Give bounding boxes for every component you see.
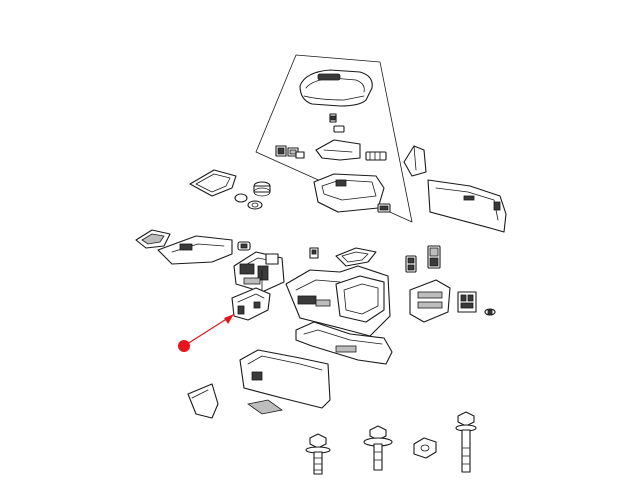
cup-holder-insert[interactable] bbox=[253, 181, 271, 197]
console-side-trim-right[interactable] bbox=[427, 179, 507, 233]
bin-latch[interactable] bbox=[377, 203, 391, 213]
foam-pad[interactable] bbox=[247, 399, 283, 415]
grommet-pair[interactable] bbox=[234, 193, 263, 210]
armrest-lid[interactable] bbox=[299, 69, 373, 107]
armrest-detail-inset bbox=[255, 54, 413, 223]
rear-vent-bezel[interactable] bbox=[409, 279, 451, 323]
console-side-panel-left[interactable] bbox=[239, 349, 331, 409]
bolt-flange[interactable] bbox=[363, 425, 393, 471]
bezel-clip[interactable] bbox=[237, 241, 251, 251]
bolt-short[interactable] bbox=[305, 433, 331, 475]
push-pin-fastener[interactable] bbox=[484, 308, 496, 316]
console-base-bin[interactable] bbox=[285, 265, 391, 337]
console-floor-rail[interactable] bbox=[295, 321, 393, 365]
end-cap-trim[interactable] bbox=[403, 145, 427, 177]
switch-module-tall[interactable] bbox=[427, 245, 441, 269]
access-cover-plate[interactable] bbox=[335, 247, 377, 267]
lid-inner-panel[interactable] bbox=[315, 139, 361, 161]
gear-shifter-assembly[interactable] bbox=[233, 251, 285, 293]
console-bracket-left[interactable] bbox=[231, 287, 271, 321]
wire-clip[interactable] bbox=[309, 247, 319, 259]
bolt-long[interactable] bbox=[455, 411, 477, 473]
shifter-bezel-small[interactable] bbox=[135, 229, 171, 249]
callout-pointer bbox=[178, 314, 234, 352]
inset-frame bbox=[255, 54, 413, 223]
console-top-mat[interactable] bbox=[157, 235, 233, 265]
hex-nut[interactable] bbox=[413, 437, 437, 459]
switch-module-small[interactable] bbox=[405, 255, 417, 273]
small-trim-panel[interactable] bbox=[189, 169, 237, 197]
kick-panel-trim[interactable] bbox=[187, 383, 219, 419]
usb-outlet-module[interactable] bbox=[457, 291, 477, 313]
lid-latch-clip[interactable] bbox=[333, 125, 345, 133]
hinge-assembly-left[interactable] bbox=[275, 145, 305, 159]
red-dot-arrow-icon bbox=[178, 340, 190, 352]
lid-hinge-clip[interactable] bbox=[329, 113, 337, 123]
hinge-assembly-right[interactable] bbox=[365, 151, 387, 161]
storage-bin-tray[interactable] bbox=[313, 173, 385, 213]
